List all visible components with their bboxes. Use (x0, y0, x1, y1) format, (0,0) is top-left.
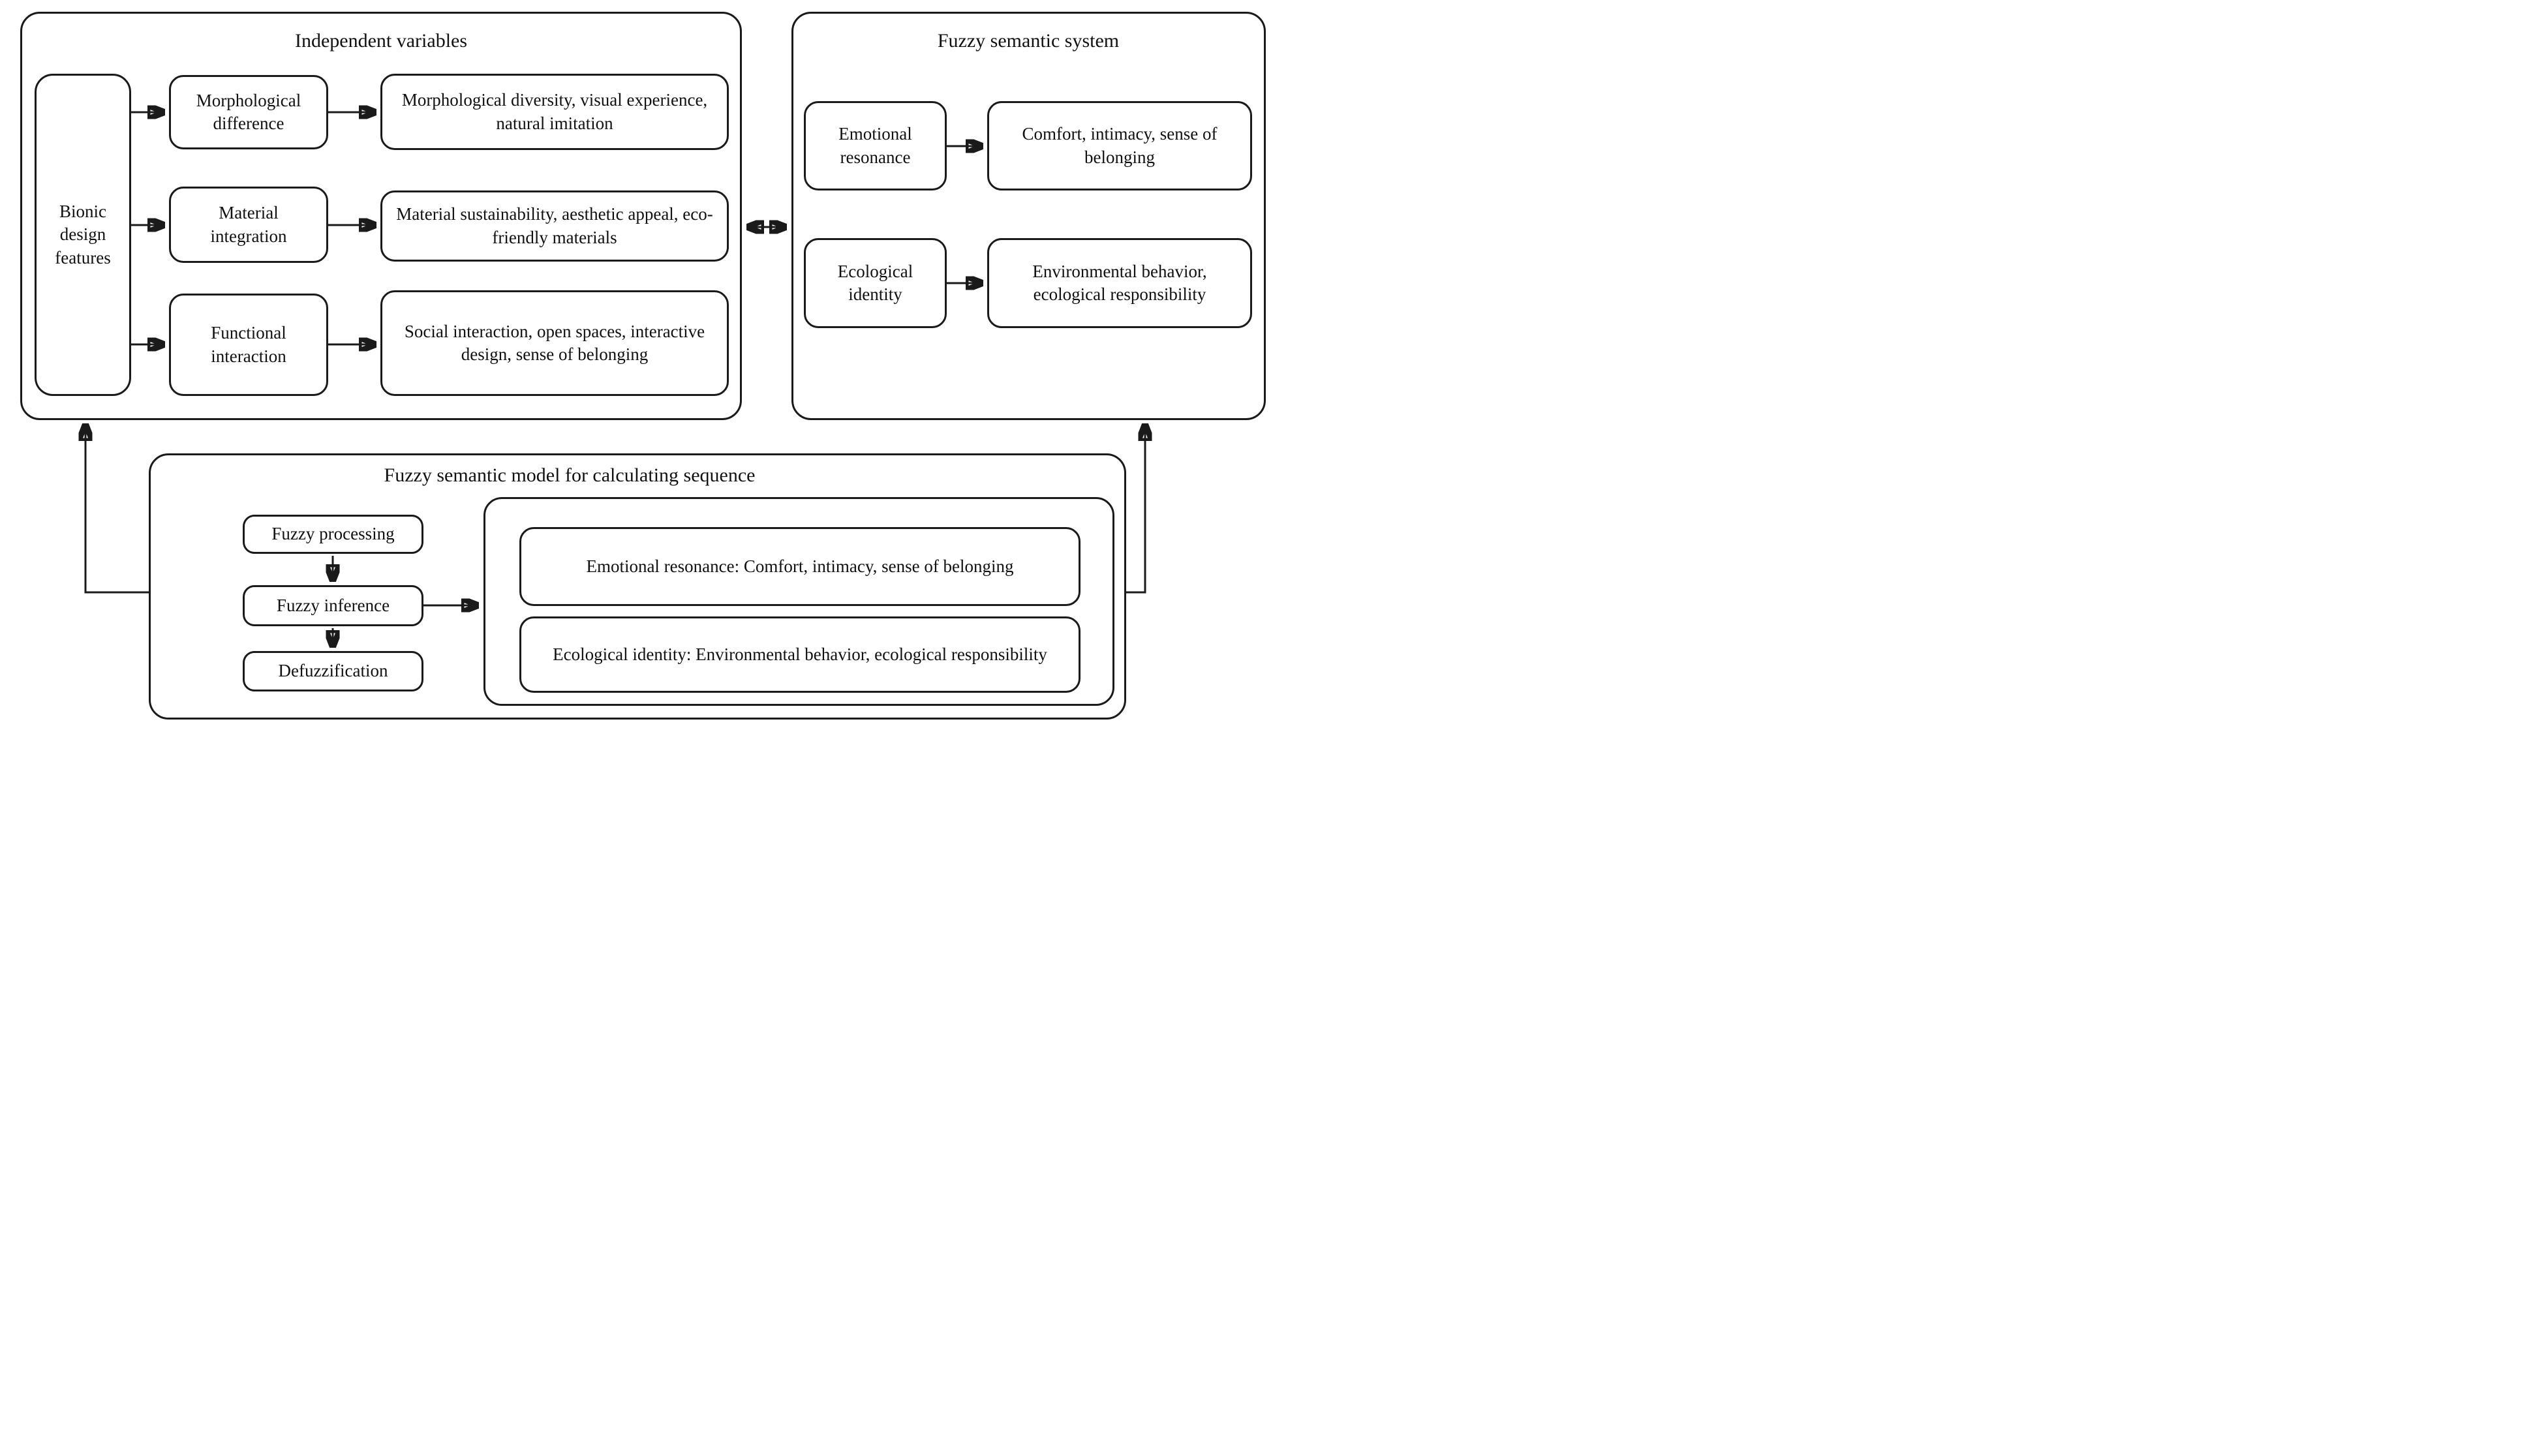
fuzzy-semantic-system-title: Fuzzy semantic system (937, 30, 1120, 52)
panel-fuzzy-semantic-system (791, 12, 1266, 420)
bionic-design-features-box: Bionic design features (35, 74, 131, 396)
emotional-resonance-box: Emotional resonance (804, 101, 947, 190)
functional-interaction-box: Functional interaction (169, 294, 328, 396)
ecological-output-box: Ecological identity: Environmental behav… (519, 616, 1080, 693)
material-detail-box: Material sustainability, aesthetic appea… (380, 190, 729, 262)
material-integration-box: Material integration (169, 187, 328, 263)
ecological-detail-box: Environmental behavior, ecological respo… (987, 238, 1252, 328)
morphological-detail-box: Morphological diversity, visual experien… (380, 74, 729, 150)
emotional-detail-box: Comfort, intimacy, sense of belonging (987, 101, 1252, 190)
fuzzy-processing-box: Fuzzy processing (243, 515, 423, 554)
ecological-identity-box: Ecological identity (804, 238, 947, 328)
fuzzy-model-title: Fuzzy semantic model for calculating seq… (384, 464, 756, 486)
morphological-difference-box: Morphological difference (169, 75, 328, 149)
fuzzy-inference-box: Fuzzy inference (243, 585, 423, 626)
defuzzification-box: Defuzzification (243, 651, 423, 691)
feedback-arrow-to-fuzzy-semantic-system (1126, 425, 1145, 594)
functional-detail-box: Social interaction, open spaces, interac… (380, 290, 729, 396)
feedback-arrow-to-independent-variables (85, 425, 149, 594)
independent-variables-title: Independent variables (294, 30, 468, 52)
diagram-canvas: Independent variables Fuzzy semantic sys… (0, 0, 1272, 728)
emotional-output-box: Emotional resonance: Comfort, intimacy, … (519, 527, 1080, 606)
